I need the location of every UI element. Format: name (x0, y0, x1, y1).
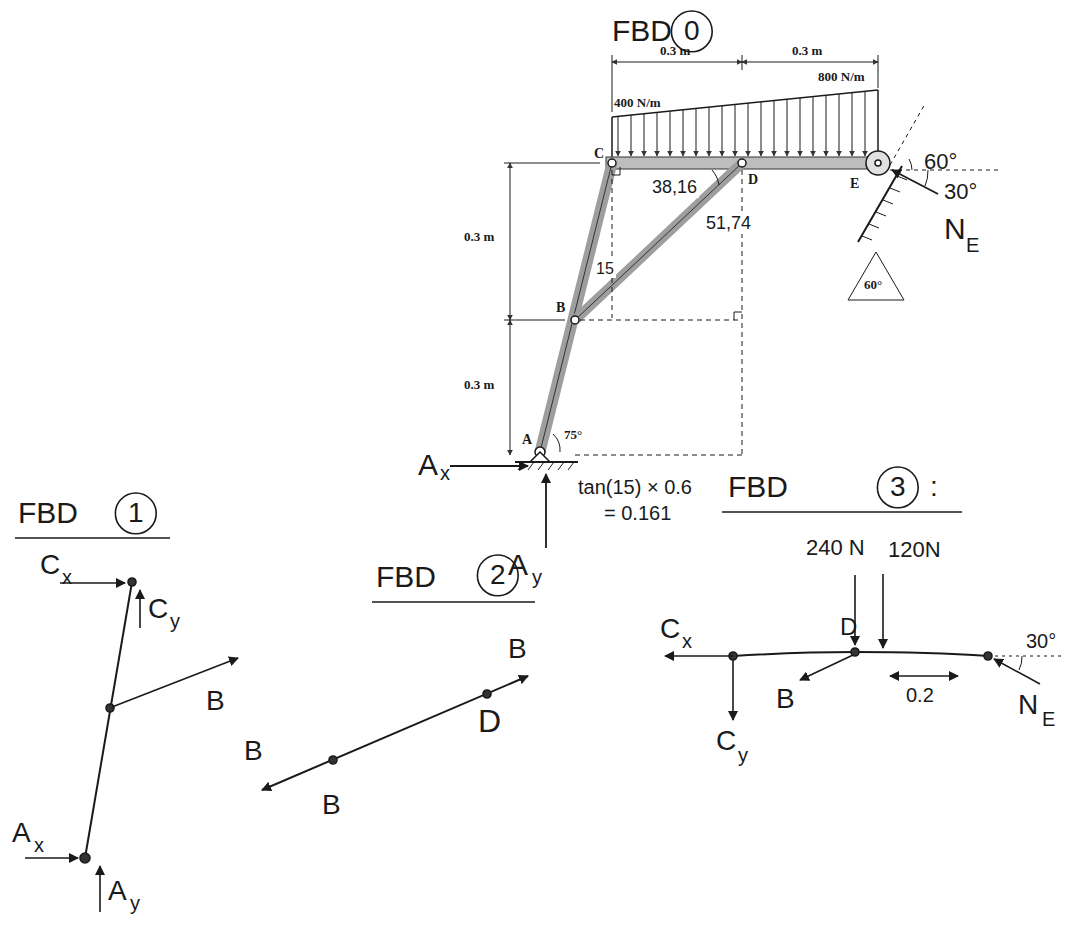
load-arrow (761, 102, 762, 156)
figure-number: 3 (890, 472, 906, 503)
load-arrow (839, 94, 840, 156)
angle-label: 75° (564, 428, 582, 442)
dimension-text: 0.3 m (660, 44, 690, 58)
load-arrow (657, 112, 658, 156)
load-arrow (722, 106, 723, 156)
point-label: C (594, 146, 604, 161)
number-ring (115, 493, 156, 534)
point-label: D (748, 172, 758, 187)
point-label: D (840, 614, 857, 640)
angle-label: 38,16 (650, 178, 699, 198)
load-value: 400 N/m (614, 96, 661, 110)
figure-heading: FBD (18, 496, 78, 529)
point-label: E (850, 176, 859, 191)
force-subscript: y (170, 610, 180, 632)
frame-figure (450, 55, 1000, 548)
load-arrow (826, 95, 827, 156)
load-arrow (709, 107, 710, 156)
force-label: C (660, 614, 680, 645)
dimension-text: 0.2 (906, 684, 934, 706)
force-subscript: y (130, 892, 140, 914)
dimension-text: 0.3 m (462, 230, 496, 244)
load-arrow (787, 99, 788, 156)
load-arrow (696, 108, 697, 156)
figure-heading: FBD (612, 14, 672, 47)
figure-number: 1 (128, 498, 144, 529)
load-arrow (813, 97, 814, 156)
number-ring (877, 467, 918, 508)
figure-number: 2 (490, 560, 506, 591)
load-arrow (735, 105, 736, 156)
free-body-sketches (15, 512, 1062, 912)
force-label: C (40, 550, 60, 581)
colon-mark: : (930, 472, 938, 503)
angle-label: 60° (924, 150, 957, 174)
angle-label: 30° (944, 180, 977, 204)
calculation-note: tan(15) × 0.6 (578, 476, 692, 498)
force-label: B (508, 634, 527, 665)
force-label: N (944, 212, 966, 245)
angle-label: 51,74 (704, 214, 753, 234)
load-arrow (748, 103, 749, 156)
point-label: B (322, 790, 341, 821)
force-subscript: x (682, 630, 692, 652)
load-arrow (644, 114, 645, 156)
force-subscript: y (532, 566, 542, 588)
load-arrow (670, 111, 671, 156)
force-subscript: x (34, 834, 44, 856)
force-label: B (206, 686, 225, 717)
load-arrow (683, 110, 684, 156)
force-subscript: x (440, 462, 450, 484)
force-label: A (418, 448, 438, 481)
point-label: A (522, 432, 532, 447)
force-value: 240 N (806, 536, 865, 560)
force-subscript: E (966, 234, 979, 256)
force-label: N (1018, 690, 1038, 721)
angle-label: 30° (1026, 630, 1056, 652)
force-label: B (244, 736, 263, 767)
force-label: A (12, 818, 31, 849)
angle-label: 15 (594, 260, 616, 278)
dimension-text: 0.3 m (792, 44, 822, 58)
force-label: A (508, 548, 528, 581)
load-arrow (774, 101, 775, 156)
figure-heading: FBD (728, 470, 788, 503)
force-label: C (716, 726, 736, 757)
force-label: A (108, 876, 127, 907)
force-subscript: x (62, 566, 72, 588)
point-label: D (478, 704, 501, 739)
point-label: B (556, 300, 565, 315)
calculation-note: = 0.161 (604, 502, 671, 524)
load-arrow (631, 115, 632, 156)
figure-heading: FBD (376, 560, 436, 593)
force-label: C (148, 594, 168, 625)
force-label: B (776, 684, 795, 715)
figure-number: 0 (684, 16, 700, 47)
load-arrow (618, 116, 619, 156)
load-arrow (800, 98, 801, 156)
load-value: 800 N/m (818, 70, 865, 84)
angle-label: 60° (864, 278, 882, 292)
load-arrow (852, 93, 853, 156)
force-subscript: y (738, 744, 748, 766)
load-arrow (865, 91, 866, 156)
force-subscript: E (1042, 708, 1055, 730)
force-value: 120N (888, 538, 941, 562)
dimension-text: 0.3 m (462, 378, 496, 392)
